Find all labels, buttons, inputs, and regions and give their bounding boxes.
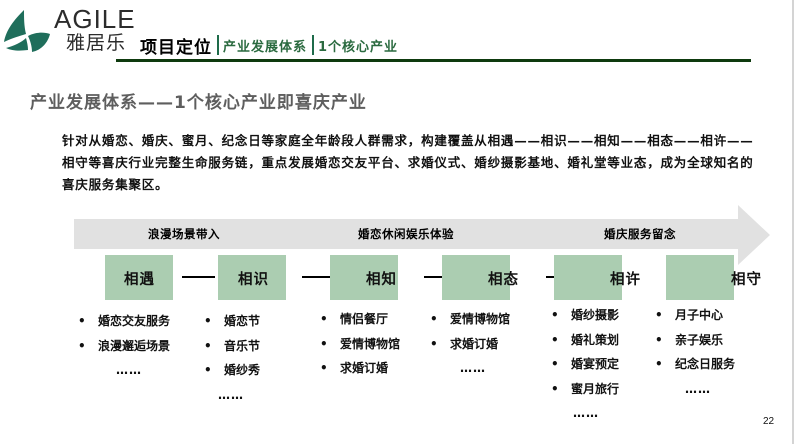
list-item: •情侣餐厅 (320, 312, 389, 326)
divider (312, 35, 315, 55)
section-title: 产业发展体系——1个核心产业即喜庆产业 (30, 93, 367, 113)
header-breadcrumb: 项目定位 产业发展体系 1个核心产业 (140, 33, 399, 58)
paragraph-line: 针对从婚恋、婚庆、蜜月、纪念日等家庭全年龄段人群需求，构建覆盖从相遇——相识——… (62, 133, 754, 148)
divider (217, 35, 219, 55)
more-ellipsis: …… (218, 387, 244, 402)
paragraph-line: 相守等喜庆行业完整生命服务链，重点发展婚恋交友平台、求婚仪式、婚纱摄影基地、婚礼… (62, 155, 754, 170)
breadcrumb-item: 产业发展体系 (223, 39, 308, 55)
progress-arrow (74, 205, 770, 265)
list-item: •婚纱摄影 (551, 308, 620, 322)
phase-label: 婚恋休闲娱乐体验 (358, 227, 454, 241)
more-ellipsis: …… (460, 361, 486, 375)
logo-text-cn: 雅居乐 (66, 32, 127, 54)
stage-label: 相遇 (124, 272, 155, 288)
more-ellipsis: …… (685, 381, 711, 396)
stage-label: 相态 (488, 272, 519, 288)
list-item: •婚恋节 (204, 314, 261, 328)
list-item: •蜜月旅行 (551, 381, 620, 396)
stage-label: 相守 (731, 272, 762, 288)
phase-label: 浪漫场景带入 (148, 227, 220, 241)
stage-box (666, 255, 734, 300)
stage-box (218, 255, 286, 300)
agile-leaf-icon (4, 10, 50, 52)
list-item: •婚纱秀 (204, 363, 261, 377)
list-item: •爱情博物馆 (320, 336, 401, 351)
more-ellipsis: …… (116, 363, 142, 377)
stage-label: 相识 (238, 272, 269, 288)
connector-dash (302, 276, 336, 278)
page-number: 22 (763, 416, 775, 427)
slide-edge (792, 0, 794, 444)
more-ellipsis: …… (573, 406, 599, 420)
list-item: •求婚订婚 (320, 361, 389, 375)
breadcrumb-item: 1个核心产业 (318, 39, 399, 55)
stage-item-list: •月子中心 •亲子娱乐 •纪念日服务 …… (655, 307, 735, 399)
stage-item-list: •婚纱摄影 •婚礼策划 •婚宴预定 •蜜月旅行 …… (551, 307, 619, 423)
list-item: •婚礼策划 (551, 332, 620, 347)
list-item: •爱情博物馆 (430, 312, 511, 326)
list-item: •婚恋交友服务 (78, 314, 171, 328)
stage-item-list: •情侣餐厅 •爱情博物馆 •求婚订婚 (320, 311, 400, 385)
list-item: •纪念日服务 (655, 357, 736, 371)
header-rule (116, 59, 751, 62)
phase-label: 婚庆服务留念 (604, 227, 676, 241)
logo-text-en: AGILE (54, 4, 136, 34)
stage-item-list: •爱情博物馆 •求婚订婚 …… (430, 311, 510, 378)
list-item: •婚宴预定 (551, 357, 620, 371)
description-paragraph: 针对从婚恋、婚庆、蜜月、纪念日等家庭全年龄段人群需求，构建覆盖从相遇——相识——… (62, 130, 782, 196)
stage-label: 相许 (610, 272, 641, 288)
stage-box (442, 255, 510, 300)
stage-item-list: •婚恋节 •音乐节 •婚纱秀 …… (204, 313, 260, 405)
stage-box (554, 255, 622, 300)
list-item: •月子中心 (655, 308, 724, 322)
connector-dash (182, 276, 215, 278)
stage-item-list: •婚恋交友服务 •浪漫邂逅场景 …… (78, 313, 170, 380)
list-item: •亲子娱乐 (655, 332, 724, 347)
list-item: •浪漫邂逅场景 (78, 338, 171, 353)
stage-label: 相知 (366, 272, 397, 288)
list-item: •音乐节 (204, 338, 261, 353)
list-item: •求婚订婚 (430, 336, 499, 351)
stage-box (330, 255, 398, 300)
connector-dash (424, 276, 456, 278)
stage-box (105, 255, 173, 300)
page-title: 项目定位 (140, 37, 212, 58)
paragraph-line: 喜庆服务集聚区。 (62, 177, 169, 192)
